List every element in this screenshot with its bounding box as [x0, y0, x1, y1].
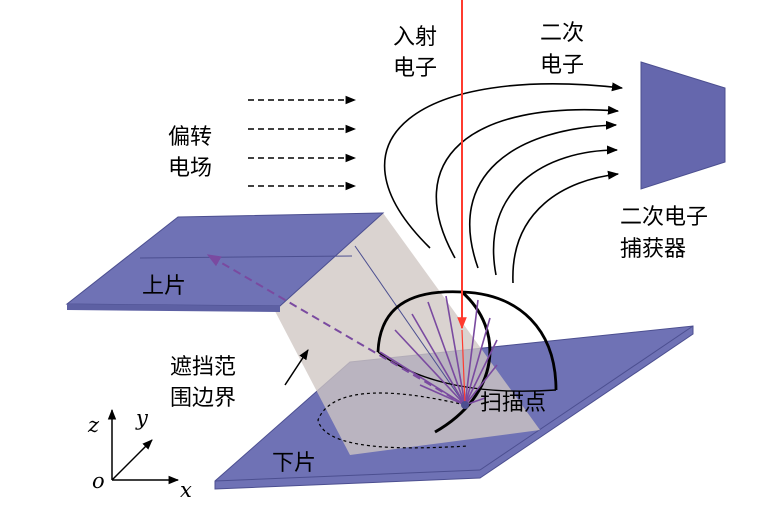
upper-piece-label: 上片 [142, 274, 186, 299]
collector-label-line2: 捕获器 [620, 237, 686, 262]
lower-plate-edge-right [479, 325, 694, 471]
axis-y-line [111, 439, 153, 481]
incident-label-line2: 电子 [393, 56, 437, 81]
field-label-line2: 电场 [168, 156, 212, 181]
upper-plate-front-edge [67, 304, 280, 312]
blocked-ray-dashed [206, 254, 466, 406]
dashed-boundary-arc [317, 392, 469, 449]
upper-plate-crease [139, 255, 353, 259]
lower-piece-label: 下片 [272, 451, 316, 476]
secondary-label-line1: 二次 [540, 21, 584, 46]
collector-shape [640, 61, 726, 190]
axis-y-label: y [135, 406, 149, 430]
secondary-trajectory-3 [468, 120, 618, 269]
shadow-label-line1: 遮挡范 [170, 355, 236, 380]
incident-beam-inside [461, 329, 466, 406]
axis-z-label: z [87, 413, 100, 437]
scan-point-label: 扫描点 [480, 391, 546, 416]
secondary-trajectory-2 [435, 105, 620, 259]
axis-x-label: x [180, 478, 192, 502]
secondary-trajectory-4 [492, 145, 619, 276]
shadow-boundary-line [354, 245, 466, 406]
shadow-label-line2: 围边界 [170, 386, 236, 411]
axis-origin-label: o [92, 469, 105, 493]
secondary-trajectory-5 [512, 170, 620, 284]
hemisphere-front-edge [434, 290, 492, 434]
field-label-line1: 偏转 [168, 125, 212, 150]
collector-label-line1: 二次电子 [620, 205, 708, 230]
secondary-label-line2: 电子 [540, 53, 584, 78]
scan-point-marker [461, 401, 469, 409]
secondary-trajectory-1 [383, 82, 624, 249]
emission-rays [379, 295, 498, 406]
lower-plate-edge [214, 469, 481, 482]
incident-label-line1: 入射 [393, 25, 437, 50]
shadow-boundary-pointer [284, 349, 309, 386]
